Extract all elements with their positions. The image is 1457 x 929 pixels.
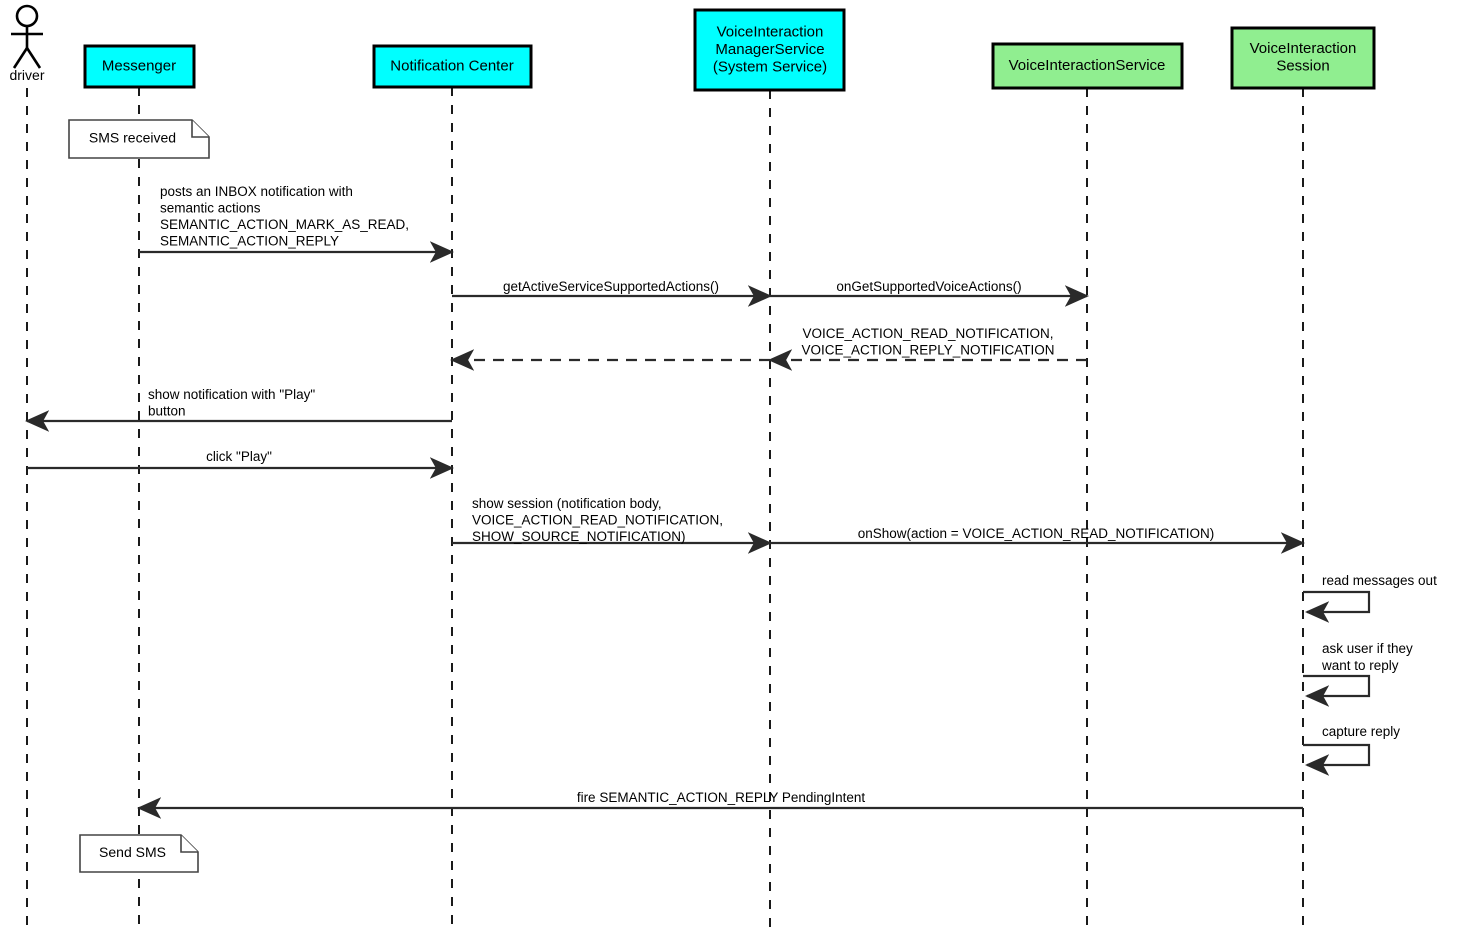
self-message-ask-user-if-they-want-to-reply-label-line-0: ask user if they (1322, 641, 1413, 656)
participant-voiceinteraction-session-label-line-1: Session (1276, 58, 1329, 75)
self-message-capture-reply: capture reply (1303, 724, 1400, 776)
actor-left-leg-icon (12, 47, 29, 69)
note-send-sms-body (79, 834, 199, 873)
self-messages-layer: read messages out ask user if they want to… (1303, 573, 1437, 776)
message-get-active-service-supported-actions: getActiveServiceSupportedActions() (452, 279, 773, 307)
message-show-session-label-line-1: VOICE_ACTION_READ_NOTIFICATION, (472, 513, 723, 528)
participant-voiceinteraction-session-label-line-0: VoiceInteraction (1250, 40, 1357, 57)
participant-messenger-label-line-0: Messenger (102, 57, 176, 74)
self-message-read-messages-out: read messages out (1303, 573, 1437, 623)
message-show-notification-with-play-button-label-line-1: button (148, 404, 186, 419)
message-post-inbox-notification-label-line-0: posts an INBOX notification with (160, 184, 353, 199)
message-post-inbox-notification: posts an INBOX notification with semantic… (139, 184, 455, 263)
message-post-inbox-notification-label-line-1: semantic actions (160, 201, 261, 216)
message-show-session-label-line-0: show session (notification body, (472, 496, 662, 511)
participant-notification-center-box[interactable] (372, 44, 533, 89)
participants-layer: driver Messenger Notification Center VoiceI… (9, 4, 1376, 92)
self-message-capture-reply-label-line-0: capture reply (1322, 724, 1400, 739)
actor-driver: driver (9, 4, 45, 83)
messages-layer: posts an INBOX notification with semantic… (24, 184, 1306, 819)
message-fire-semantic-action-reply-pendingintent: fire SEMANTIC_ACTION_REPLY PendingIntent (136, 790, 1303, 819)
self-message-capture-reply-loop-arrow (1303, 743, 1371, 776)
message-on-get-supported-voice-actions-label-line-0: onGetSupportedVoiceActions() (836, 279, 1021, 294)
message-show-notification-with-play-button-label-line-0: show notification with "Play" (148, 387, 315, 402)
self-message-ask-user-if-they-want-to-reply-label-line-1: want to reply (1321, 658, 1399, 673)
self-message-ask-user-if-they-want-to-reply: ask user if they want to reply (1303, 641, 1413, 707)
participant-notification-center-label-line-0: Notification Center (390, 57, 513, 74)
note-sms-received-fold-icon (191, 120, 209, 138)
message-return-voice-actions-label-line-0: VOICE_ACTION_READ_NOTIFICATION, (802, 326, 1053, 341)
message-show-notification-with-play-button: show notification with "Play" button (24, 387, 452, 432)
participant-voiceinteractionservice-box[interactable] (991, 42, 1184, 90)
message-post-inbox-notification-label-line-3: SEMANTIC_ACTION_REPLY (160, 234, 339, 249)
actor-right-leg-icon (25, 47, 42, 69)
message-return-voice-actions-label-line-1: VOICE_ACTION_REPLY_NOTIFICATION (801, 343, 1054, 358)
lifelines-layer (26, 87, 1304, 929)
participant-voiceinteraction-managerservice-label-line-2: (System Service) (713, 58, 827, 75)
message-on-get-supported-voice-actions: onGetSupportedVoiceActions() (770, 279, 1090, 307)
actor-head-icon (15, 4, 39, 28)
message-on-show-label-line-0: onShow(action = VOICE_ACTION_READ_NOTIFI… (858, 526, 1214, 541)
message-post-inbox-notification-label-line-2: SEMANTIC_ACTION_MARK_AS_READ, (160, 217, 409, 232)
self-message-ask-user-if-they-want-to-reply-loop-arrow (1303, 674, 1371, 707)
participant-notification-center[interactable]: Notification Center (372, 44, 533, 89)
self-message-read-messages-out-loop-arrow (1303, 590, 1371, 623)
participant-voiceinteraction-managerservice-label-line-1: ManagerService (715, 41, 824, 58)
participant-voiceinteraction-managerservice-label-line-0: VoiceInteraction (717, 23, 824, 40)
actor-driver-label: driver (9, 67, 44, 83)
message-get-active-service-supported-actions-label-line-0: getActiveServiceSupportedActions() (503, 279, 719, 294)
message-on-show: onShow(action = VOICE_ACTION_READ_NOTIFI… (770, 526, 1306, 554)
note-sms-received: SMS received (68, 119, 210, 159)
note-sms-received-label: SMS received (89, 130, 176, 146)
note-send-sms-fold-icon (180, 835, 198, 853)
participant-voiceinteractionservice-label-line-0: VoiceInteractionService (1009, 57, 1166, 74)
message-show-session-label-line-2: SHOW_SOURCE_NOTIFICATION) (472, 529, 686, 544)
message-fire-semantic-action-reply-pendingintent-label-line-0: fire SEMANTIC_ACTION_REPLY PendingIntent (577, 790, 866, 805)
note-send-sms-label: Send SMS (99, 844, 166, 860)
message-show-session: show session (notification body, VOICE_AC… (452, 496, 773, 554)
message-return-voice-actions: VOICE_ACTION_READ_NOTIFICATION, VOICE_ACT… (767, 326, 1087, 371)
self-message-read-messages-out-label-line-0: read messages out (1322, 573, 1437, 588)
participant-voiceinteraction-managerservice-box[interactable] (693, 8, 846, 92)
message-click-play: click "Play" (27, 449, 455, 479)
note-send-sms: Send SMS (79, 834, 199, 873)
participant-voiceinteraction-session-box[interactable] (1230, 26, 1376, 90)
message-click-play-label-line-0: click "Play" (206, 449, 272, 464)
note-sms-received-body (68, 119, 210, 159)
participant-messenger[interactable]: Messenger (83, 44, 196, 89)
participant-voiceinteractionservice[interactable]: VoiceInteractionService (991, 42, 1184, 90)
participant-messenger-box[interactable] (83, 44, 196, 89)
